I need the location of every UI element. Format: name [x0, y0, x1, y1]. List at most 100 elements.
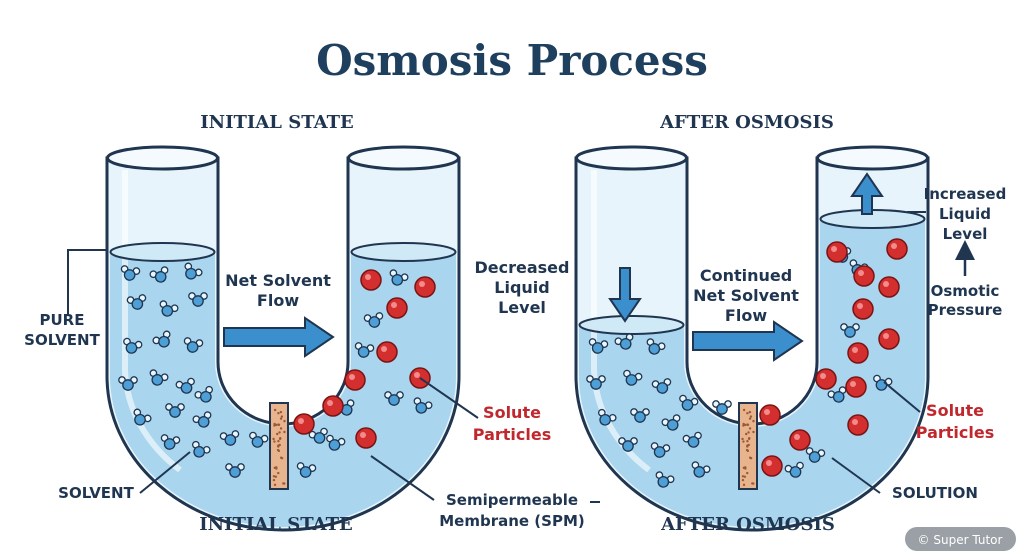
water-molecule	[308, 427, 328, 444]
water-molecule	[679, 394, 699, 411]
left-solute-label-line2: Particles	[473, 425, 551, 444]
left-flow-label-line2: Flow	[257, 291, 299, 310]
membrane-pore	[272, 475, 276, 478]
water-molecule	[184, 262, 203, 280]
solvent-label: SOLVENT	[58, 484, 134, 502]
increased-label-line3: Level	[943, 225, 988, 243]
membrane-pore	[747, 431, 750, 434]
membrane-pore	[742, 483, 746, 487]
pure-solvent-leader	[67, 249, 108, 316]
membrane-pore	[277, 444, 280, 447]
membrane-pore	[273, 483, 277, 487]
solute-highlight	[891, 243, 897, 249]
right-solute-label-line2: Particles	[916, 423, 994, 442]
membrane-pore	[741, 478, 745, 482]
solute-highlight	[857, 303, 863, 309]
water-molecule	[646, 338, 666, 355]
decrease-arrow	[608, 267, 642, 323]
membrane-pore	[742, 408, 746, 412]
solvent-leader	[139, 451, 191, 494]
pure-solvent-label-line2: SOLVENT	[24, 331, 100, 349]
membrane-pore	[748, 417, 752, 420]
membrane-pore	[746, 471, 749, 475]
membrane-pore	[746, 423, 749, 427]
left-solute-leader	[419, 377, 479, 419]
pure-solvent-label-line1: PURE	[40, 311, 85, 329]
left-header: INITIAL STATE	[200, 112, 354, 133]
right-flow-label-line1: Continued	[700, 266, 792, 285]
solution-leader	[831, 457, 881, 494]
solute-particle	[293, 413, 315, 435]
water-molecule	[188, 292, 208, 307]
water-molecule	[413, 397, 433, 414]
water-molecule	[805, 447, 826, 463]
water-molecule	[159, 300, 179, 317]
water-molecule	[827, 386, 847, 403]
solute-particle	[344, 369, 366, 391]
solute-highlight	[766, 460, 772, 466]
solute-particle	[815, 368, 837, 390]
solute-highlight	[764, 409, 770, 415]
solute-particle	[845, 376, 867, 398]
water-molecule	[691, 461, 711, 478]
membrane-pore	[743, 423, 747, 427]
left-solute-label-line1: Solute	[483, 403, 541, 422]
solute-particle	[878, 328, 900, 350]
membrane-pore	[277, 423, 280, 427]
solute-particle	[360, 269, 382, 291]
left-membrane-leader	[370, 455, 435, 501]
water-molecule	[183, 337, 204, 353]
membrane-pore	[283, 419, 286, 423]
watermark-text: © Super Tutor	[918, 533, 1003, 547]
solute-highlight	[883, 333, 889, 339]
water-molecule	[614, 333, 634, 350]
water-molecule	[194, 385, 214, 403]
water-molecule	[133, 408, 152, 426]
water-molecule	[597, 408, 617, 426]
water-molecule	[160, 434, 181, 450]
watermark-badge	[905, 527, 1016, 551]
solute-highlight	[327, 400, 333, 406]
left-liquid-surface-right	[350, 242, 457, 262]
membrane-label-line2: Membrane (SPM)	[439, 512, 585, 530]
water-molecule	[655, 471, 675, 488]
solute-highlight	[858, 270, 864, 276]
water-molecule	[650, 442, 671, 458]
solute-particle	[414, 276, 436, 298]
water-molecule	[225, 463, 245, 478]
membrane-pore	[273, 440, 276, 443]
solute-highlight	[852, 419, 858, 425]
membrane-pore	[748, 436, 751, 440]
membrane-pore	[745, 448, 749, 452]
membrane-pore	[748, 456, 752, 459]
water-molecule	[384, 391, 404, 406]
osmotic-label-line1: Osmotic	[931, 282, 1000, 300]
membrane-pore	[272, 437, 275, 441]
water-molecule	[219, 430, 240, 446]
solute-highlight	[850, 381, 856, 387]
right-tube-opening-left	[575, 145, 688, 171]
solute-highlight	[419, 281, 425, 287]
solute-highlight	[365, 274, 371, 280]
left-footer: INITIAL STATE	[199, 514, 353, 535]
membrane-pore	[742, 440, 745, 443]
membrane-pore	[751, 482, 754, 485]
membrane-pore	[277, 471, 280, 475]
solute-particle	[826, 241, 848, 263]
solute-particle	[853, 265, 875, 287]
membrane-pore	[278, 431, 281, 434]
membrane-pore	[279, 410, 283, 414]
membrane-pore	[272, 478, 276, 482]
right-solute-label-line1: Solute	[926, 401, 984, 420]
solute-highlight	[298, 418, 304, 424]
membrane-pore	[280, 415, 284, 418]
membrane-pore	[749, 415, 753, 418]
right-header: AFTER OSMOSIS	[659, 112, 834, 133]
right-liquid-surface-left	[578, 315, 685, 335]
decreased-label-line1: Decreased	[475, 258, 570, 277]
right-flow-label-line2: Net Solvent	[693, 286, 799, 305]
solute-highlight	[349, 374, 355, 380]
water-molecule	[586, 375, 606, 390]
